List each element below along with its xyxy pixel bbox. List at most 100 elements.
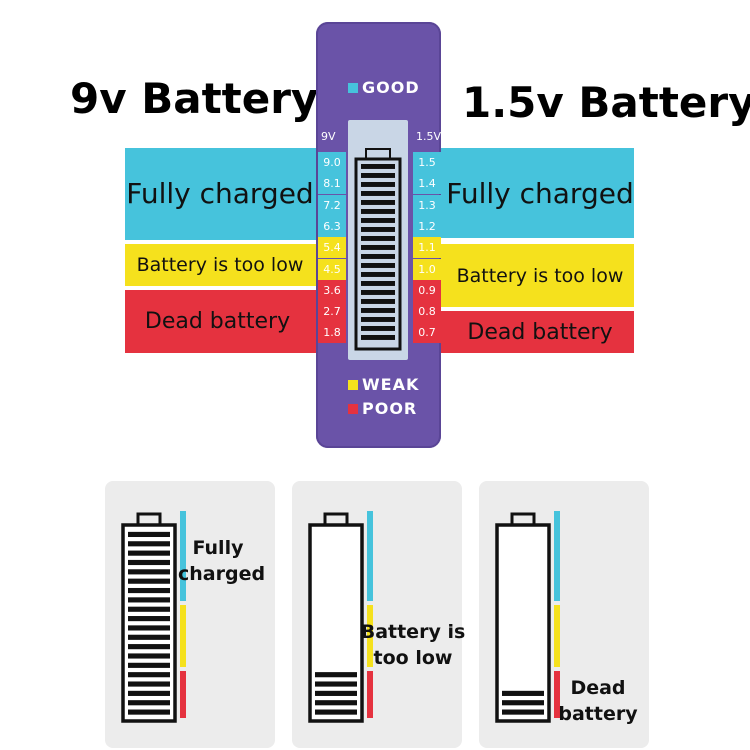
legend-poor-label: POOR (362, 399, 418, 418)
panel-1-line2: charged (178, 562, 266, 585)
right-band-dead (440, 311, 634, 353)
column-header-1-5v: 1.5V (416, 130, 442, 143)
heading-1-5v-battery: 1.5v Battery (462, 78, 750, 127)
indicator-poor (180, 671, 186, 718)
left-label-dead: Dead battery (144, 309, 291, 334)
scale-1-5v-value-3: 1.2 (413, 215, 441, 237)
scale-1-5v-value-5: 1.0 (413, 258, 441, 280)
left-label-too-low: Battery is too low (136, 254, 304, 276)
battery-level-bar (128, 681, 170, 687)
indicator-poor (367, 671, 373, 718)
lcd-bar (361, 299, 395, 304)
right-label-dead: Dead battery (467, 319, 613, 345)
scale-1-5v-value-0: 1.5 (413, 152, 441, 173)
indicator-good (554, 511, 560, 601)
right-label-too-low: Battery is too low (456, 264, 624, 287)
lcd-bar (361, 272, 395, 277)
legend-poor: POOR (348, 399, 417, 418)
battery-level-bar (315, 709, 357, 715)
left-band-dead (125, 290, 318, 353)
lcd-bar (361, 254, 395, 259)
panel-3-label: Dead battery (555, 676, 641, 727)
indicator-weak (554, 605, 560, 667)
lcd-bar (361, 326, 395, 331)
lcd-bar (361, 173, 395, 178)
scale-9v-value-0: 9.0 (318, 152, 346, 173)
lcd-bar (361, 317, 395, 322)
indicator-good (180, 511, 186, 601)
left-label-fully-charged: Fully charged (126, 176, 314, 210)
weak-swatch-icon (348, 379, 358, 390)
lcd-bar (361, 182, 395, 187)
lcd-bar (361, 335, 395, 340)
battery-level-bar (128, 634, 170, 640)
battery-level-bar (128, 550, 170, 556)
battery-level-bar (128, 597, 170, 603)
lcd-bar (361, 236, 395, 241)
left-band-fully-charged (125, 148, 318, 240)
battery-level-bar (128, 709, 170, 715)
battery-level-bar (128, 653, 170, 659)
battery-level-bar (128, 700, 170, 706)
battery-level-bar (315, 690, 357, 696)
lcd-bar (361, 209, 395, 214)
battery-level-bar (502, 700, 544, 706)
heading-9v-battery: 9v Battery (70, 74, 319, 123)
lcd-bar (361, 263, 395, 268)
right-band-fully-charged (440, 148, 634, 238)
lcd-bar (361, 281, 395, 286)
left-band-too-low (125, 244, 318, 286)
battery-level-bar (128, 644, 170, 650)
battery-level-bar (128, 587, 170, 594)
battery-level-bar (128, 690, 170, 696)
panel-1-label: Fully charged (178, 536, 266, 587)
indicator-weak (367, 605, 373, 667)
scale-9v-value-2: 7.2 (318, 194, 346, 216)
panel-2-label: Battery is too low (358, 620, 468, 671)
battery-level-bar (502, 709, 544, 715)
battery-level-bar (128, 606, 170, 612)
battery-level-bar (128, 662, 170, 668)
battery-level-bar (128, 625, 170, 631)
battery-level-bar (128, 541, 170, 547)
battery-level-bar (128, 616, 170, 622)
scale-9v-value-8: 1.8 (318, 322, 346, 344)
lcd-bar (361, 290, 395, 295)
column-header-9v: 9V (321, 130, 336, 143)
scale-1-5v-value-4: 1.1 (413, 237, 441, 259)
scale-9v-value-7: 2.7 (318, 301, 346, 323)
battery-level-bar (128, 672, 170, 678)
right-band-too-low (440, 244, 634, 307)
good-swatch-icon (348, 82, 358, 93)
panel-2-line1: Battery is (360, 621, 466, 643)
battery-level-bar (315, 672, 357, 678)
legend-weak-label: WEAK (362, 375, 420, 394)
scale-1-5v-value-7: 0.8 (413, 301, 441, 323)
legend-weak: WEAK (348, 375, 419, 394)
lcd-bar (361, 200, 395, 205)
battery-level-bar (128, 578, 170, 584)
indicator-weak (180, 605, 186, 667)
battery-level-bar (128, 569, 170, 575)
lcd-bar (361, 164, 395, 169)
panel-3-line1: Dead (570, 677, 626, 699)
lcd-battery-icon (354, 148, 402, 351)
battery-level-bar (128, 531, 170, 538)
battery-body-icon (308, 523, 364, 723)
indicator-poor (554, 671, 560, 718)
lcd-bar (361, 308, 395, 313)
scale-9v-value-1: 8.1 (318, 173, 346, 195)
scale-9v-value-5: 4.5 (318, 258, 346, 280)
legend-good: GOOD (348, 78, 420, 97)
battery-level-bar (315, 681, 357, 687)
scale-1-5v-value-6: 0.9 (413, 279, 441, 301)
indicator-good (367, 511, 373, 601)
lcd-bar (361, 245, 395, 250)
panel-3-line2: battery (558, 702, 638, 725)
legend-good-label: GOOD (362, 78, 420, 97)
scale-9v-value-6: 3.6 (318, 279, 346, 301)
right-label-fully-charged: Fully charged (446, 176, 634, 210)
lcd-window (348, 120, 408, 360)
scale-9v-value-3: 6.3 (318, 215, 346, 237)
lcd-bar (361, 227, 395, 232)
